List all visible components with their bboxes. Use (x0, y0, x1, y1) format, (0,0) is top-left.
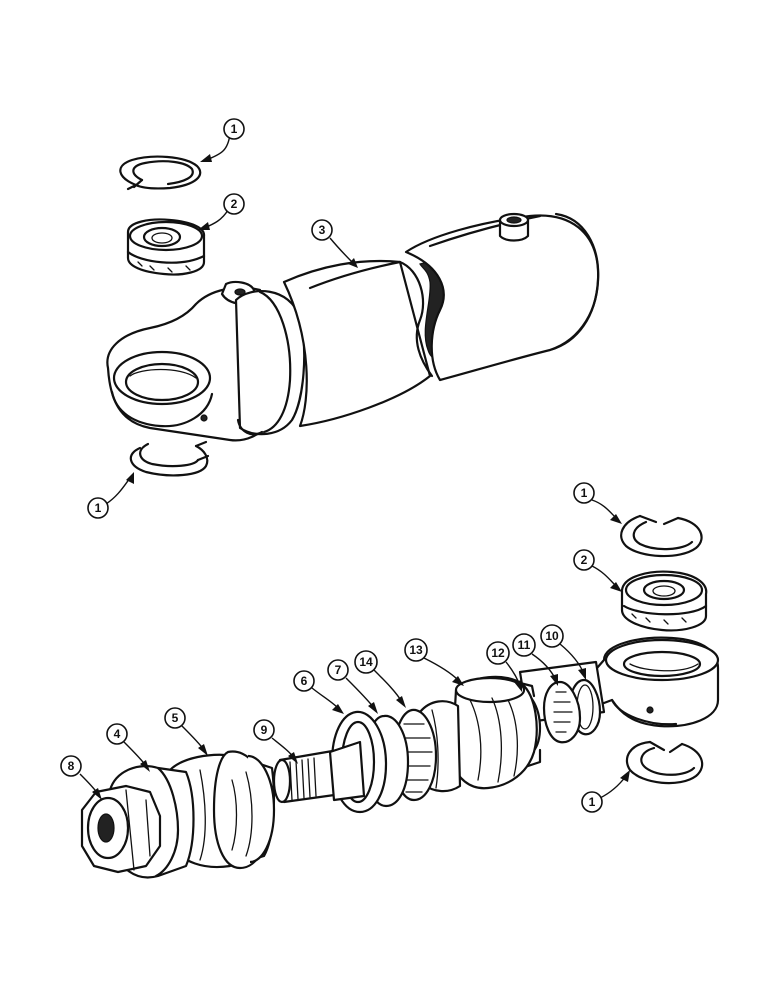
callout-group: 1 2 3 1 1 (60, 118, 630, 813)
snap-ring-right-bottom (625, 740, 704, 785)
callout-label: 3 (319, 223, 326, 237)
rod-seal-11 (542, 680, 582, 744)
callout-5: 5 (164, 707, 208, 756)
callout-label: 6 (301, 674, 308, 688)
callout-label: 1 (589, 795, 596, 809)
callout-9: 9 (253, 719, 298, 764)
callout-label: 12 (491, 646, 505, 660)
callout-13: 13 (404, 638, 464, 686)
callout-label: 10 (545, 629, 559, 643)
callout-12: 12 (486, 641, 522, 692)
callout-2-right: 2 (573, 549, 622, 592)
callout-label: 4 (114, 727, 121, 741)
callout-label: 1 (581, 486, 588, 500)
callout-label: 7 (335, 663, 342, 677)
callout-label: 2 (581, 553, 588, 567)
callout-10: 10 (540, 624, 586, 680)
callout-label: 9 (261, 723, 268, 737)
callout-4: 4 (106, 723, 150, 772)
seal-top (126, 218, 206, 276)
seal-right (620, 570, 708, 632)
snap-ring-top (119, 155, 202, 191)
piston-5 (168, 750, 276, 870)
callout-1-right-bottom: 1 (581, 770, 630, 813)
callout-1-top: 1 (200, 118, 245, 162)
callout-label: 8 (68, 759, 75, 773)
callout-3: 3 (311, 219, 358, 268)
callout-6: 6 (293, 670, 344, 714)
callout-label: 11 (518, 638, 531, 652)
callout-8: 8 (60, 755, 102, 800)
callout-7: 7 (327, 659, 378, 714)
snap-ring-right-top (620, 514, 703, 558)
callout-label: 13 (409, 643, 423, 657)
callout-14: 14 (354, 650, 406, 708)
callout-label: 14 (359, 655, 373, 669)
callout-label: 5 (172, 711, 179, 725)
callout-1-right-top: 1 (573, 482, 622, 524)
callout-label: 1 (95, 501, 102, 515)
callout-11: 11 (512, 633, 558, 686)
threaded-rod-9 (272, 740, 366, 804)
callout-label: 1 (231, 122, 238, 136)
callout-2-top: 2 (198, 193, 245, 230)
cylinder-barrel (106, 212, 600, 442)
snap-ring-left (129, 440, 210, 477)
nut-8 (80, 784, 162, 874)
callout-1-left: 1 (87, 472, 134, 519)
callout-label: 2 (231, 197, 238, 211)
